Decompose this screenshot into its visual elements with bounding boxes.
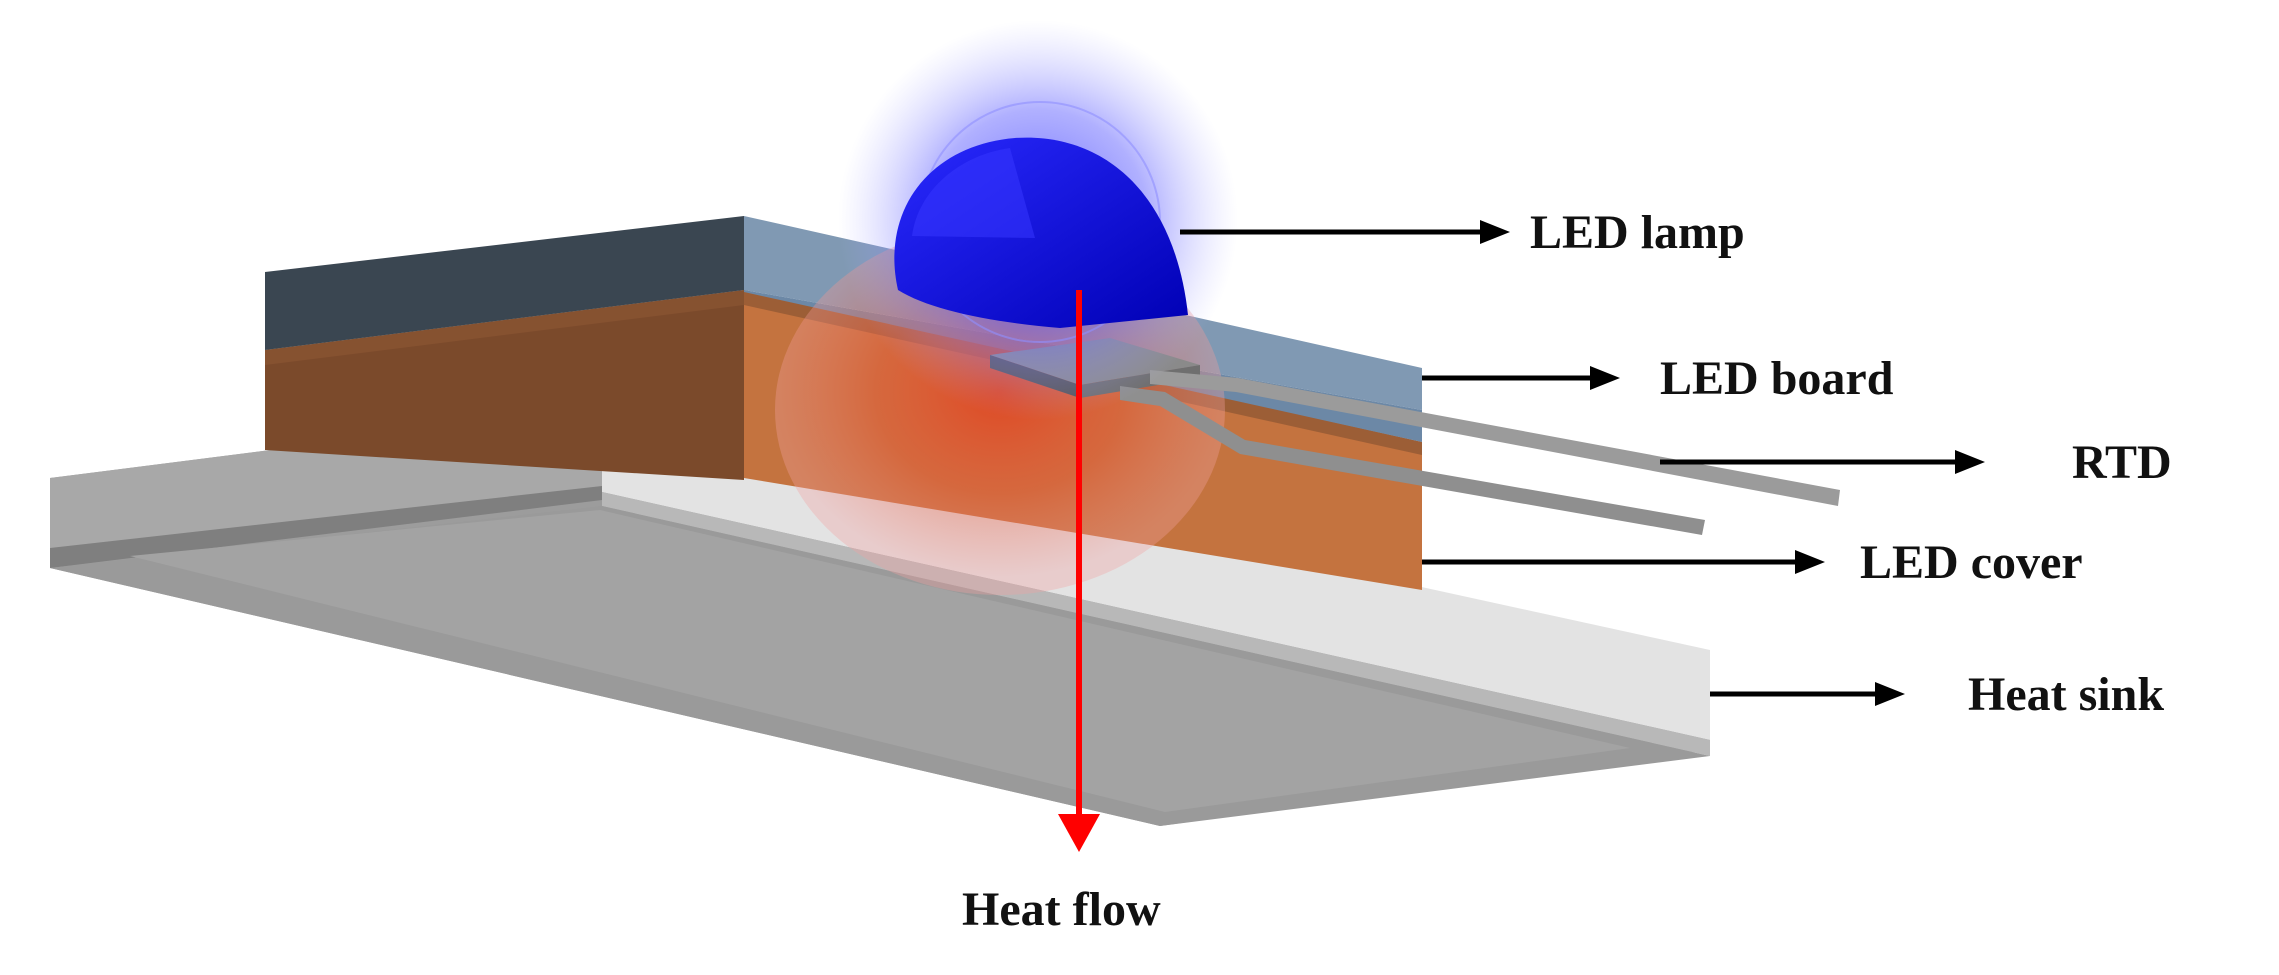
lamp-dome-highlight xyxy=(912,148,1035,238)
arrow-led-board xyxy=(1422,366,1620,390)
led-board-left-face xyxy=(265,216,744,350)
heat-sink-left-edge xyxy=(50,486,602,568)
heat-sink-bottom-shade xyxy=(130,510,1630,812)
label-arrows xyxy=(1180,220,1985,706)
label-led-board: LED board xyxy=(1660,352,1894,405)
label-rtd: RTD xyxy=(2072,436,2172,489)
rtd-lead-upper xyxy=(1150,370,1840,506)
label-led-cover: LED cover xyxy=(1860,536,2083,589)
label-heat-sink: Heat sink xyxy=(1968,668,2164,721)
arrow-led-cover xyxy=(1422,550,1825,574)
led-lamp xyxy=(838,20,1238,420)
arrow-heat-sink xyxy=(1710,682,1905,706)
label-led-lamp: LED lamp xyxy=(1530,206,1745,259)
labels: LED lamp LED board RTD LED cover Heat si… xyxy=(962,206,2172,936)
rtd-lead-lower xyxy=(1120,386,1705,535)
label-heat-flow: Heat flow xyxy=(962,883,1161,936)
heat-flow-arrow xyxy=(1058,290,1100,852)
arrow-rtd xyxy=(1660,450,1985,474)
arrow-led-lamp xyxy=(1180,220,1510,244)
